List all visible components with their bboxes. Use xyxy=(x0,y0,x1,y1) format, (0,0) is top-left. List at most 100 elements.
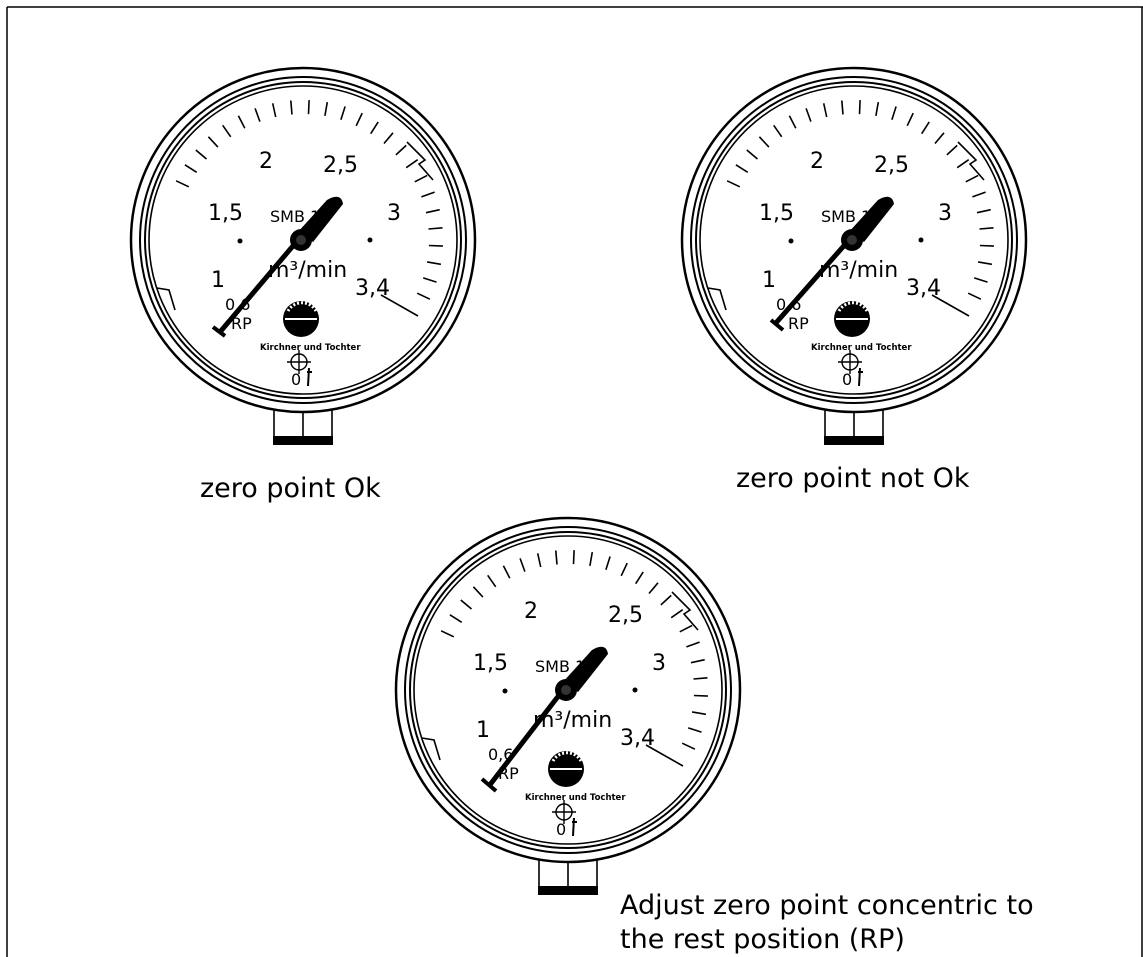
scale-tick xyxy=(254,108,261,122)
scale-tick xyxy=(428,227,443,230)
scale-tick xyxy=(207,136,219,148)
screw-right xyxy=(367,237,373,243)
gauge-zero-not-ok: 1 1,5 2 2,5 3 3,4 0,6 RP SMB 1 m³/min Ki… xyxy=(680,66,1028,494)
scale-tick xyxy=(519,558,526,572)
scale-tick xyxy=(973,277,988,283)
scale-tick xyxy=(222,124,232,138)
scale-tick xyxy=(773,124,783,138)
brand-label: SMB xyxy=(270,207,305,226)
caption-zero-ok: zero point Ok xyxy=(200,473,381,504)
scale-label-1: 1 xyxy=(211,268,225,293)
scale-tick xyxy=(921,121,930,135)
scale-tick xyxy=(979,227,994,230)
scale-tick xyxy=(370,121,379,135)
scale-tick xyxy=(805,108,812,122)
scale-tick xyxy=(425,208,440,214)
scale-tick xyxy=(693,694,708,697)
scale-label-1: 1 xyxy=(762,268,776,293)
caption-adjust-line-2: the rest position (RP) xyxy=(620,924,905,955)
scale-tick xyxy=(746,149,759,160)
scale-label-3-4: 3,4 xyxy=(620,726,655,751)
scale-label-3: 3 xyxy=(938,201,952,226)
scale-tick xyxy=(934,132,945,145)
scale-tick xyxy=(946,144,958,156)
zero-adjust-screw-icon xyxy=(858,367,863,387)
zero-mark: 0 xyxy=(291,370,301,389)
scale-tick xyxy=(693,677,708,680)
scale-tick xyxy=(589,551,594,567)
scale-tick xyxy=(906,112,914,127)
scale-tick xyxy=(421,191,435,198)
scale-tick xyxy=(965,174,979,183)
brand-label: SMB xyxy=(821,207,856,226)
scale-label-2: 2 xyxy=(810,149,824,174)
scale-tick xyxy=(290,100,293,115)
scale-tick xyxy=(395,144,407,156)
scale-tick xyxy=(726,180,741,188)
scale-tick-end xyxy=(931,294,970,317)
crosshair-icon xyxy=(287,350,311,374)
scale-tick xyxy=(858,100,861,115)
scale-label-1: 1 xyxy=(476,718,490,743)
scale-label-2: 2 xyxy=(259,149,273,174)
scale-tick xyxy=(967,292,982,300)
scale-tick xyxy=(635,571,644,585)
scale-tick xyxy=(416,292,431,300)
scale-tick xyxy=(422,277,437,283)
screw-right xyxy=(632,687,638,693)
scale-label-3-4: 3,4 xyxy=(906,276,941,301)
scale-tick xyxy=(440,630,455,638)
scale-tick xyxy=(687,727,702,733)
scale-tick xyxy=(340,106,346,121)
rest-position-label: RP xyxy=(788,314,809,333)
scale-tick xyxy=(307,100,310,115)
scale-label-1-5: 1,5 xyxy=(208,201,243,226)
scale-tick xyxy=(555,550,558,565)
maker-label: Kirchner und Tochter xyxy=(260,343,361,353)
scale-tick xyxy=(691,711,707,716)
maker-label: Kirchner und Tochter xyxy=(811,343,912,353)
scale-tick xyxy=(502,565,511,579)
scale-tick xyxy=(648,582,659,595)
zero-mark: 0 xyxy=(842,370,852,389)
scale-tick xyxy=(426,261,442,266)
scale-tick xyxy=(460,599,473,610)
scale-tick xyxy=(979,244,994,247)
screw-left xyxy=(237,238,243,244)
zero-mark: 0 xyxy=(556,820,566,839)
screw-left xyxy=(502,688,508,694)
scale-label-3-4: 3,4 xyxy=(355,276,390,301)
scale-label-1-5: 1,5 xyxy=(759,201,794,226)
scale-tick xyxy=(972,191,986,198)
scale-tick xyxy=(324,101,329,117)
brand-label: SMB xyxy=(535,657,570,676)
scale-label-3: 3 xyxy=(652,651,666,676)
scale-tick xyxy=(195,149,208,160)
scale-ticks xyxy=(440,550,708,767)
scale-tick xyxy=(681,742,696,750)
logo-emblem-icon xyxy=(834,301,870,337)
needle-icon xyxy=(480,646,608,793)
caption-adjust-line-1: Adjust zero point concentric to xyxy=(620,890,1034,921)
scale-tick xyxy=(735,164,749,173)
scale-tick xyxy=(383,132,394,145)
scale-tick-end xyxy=(645,744,684,767)
scale-tick xyxy=(670,609,684,619)
scale-tick xyxy=(660,594,672,606)
scale-tick xyxy=(891,106,897,121)
scale-label-2-5: 2,5 xyxy=(323,153,358,178)
scale-tick xyxy=(679,624,693,633)
scale-tick xyxy=(758,136,770,148)
scale-tick xyxy=(487,574,497,588)
scale-tick xyxy=(175,180,190,188)
scale-tick xyxy=(355,112,363,127)
screw-left xyxy=(788,238,794,244)
scale-tick xyxy=(822,103,828,118)
scale-tick xyxy=(875,101,880,117)
caption-zero-not-ok: zero point not Ok xyxy=(736,463,970,494)
needle-icon xyxy=(211,196,343,338)
scale-tick xyxy=(405,159,419,169)
crosshair-icon xyxy=(552,800,576,824)
scale-tick-end xyxy=(380,294,419,317)
